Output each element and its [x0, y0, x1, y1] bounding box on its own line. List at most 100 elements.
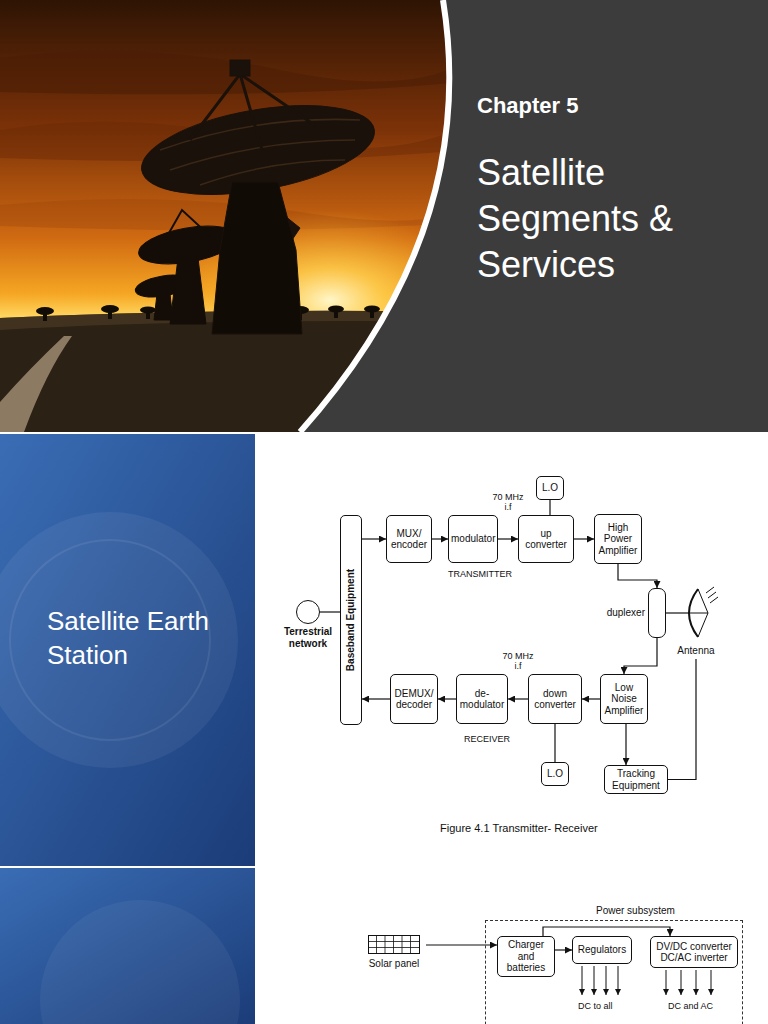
- antenna-symbol: Antenna: [674, 585, 718, 659]
- telescope-photo: [0, 0, 480, 432]
- duplexer-box: duplexer: [648, 588, 666, 638]
- chapter-number: Chapter 5: [477, 93, 578, 118]
- sunset-sky: [0, 0, 480, 432]
- dish-post: [334, 311, 338, 318]
- process-box: DEMUX/ decoder: [390, 674, 438, 724]
- signal-connector: [666, 612, 674, 613]
- feed-legs: [165, 210, 210, 240]
- node-label: L.O: [544, 768, 566, 780]
- edge-label: 70 MHz i.f: [490, 493, 526, 513]
- dish-post: [146, 312, 150, 319]
- oscillator-box: L.O: [536, 476, 564, 500]
- node-label: Tracking Equipment: [607, 768, 665, 791]
- node-label: MUX/ encoder: [389, 528, 429, 551]
- signal-connector: [625, 724, 626, 765]
- solar-panel-grid: [368, 935, 420, 954]
- node-label: DV/DC converter DC/AC inverter: [653, 941, 735, 964]
- process-box: Regulators: [572, 936, 632, 964]
- baseband-box: Baseband Equipment: [340, 515, 362, 725]
- dish-post: [43, 313, 47, 321]
- panel-circle: [40, 900, 240, 1024]
- output-arrow: [582, 966, 583, 995]
- process-box: Charger and batteries: [497, 936, 555, 977]
- signal-connector: [624, 638, 657, 674]
- process-box: Tracking Equipment: [604, 765, 668, 794]
- solar-panel: Solar panel: [362, 935, 426, 975]
- node-label: Terrestrial network: [276, 626, 340, 649]
- signal-connector: [618, 564, 657, 588]
- cloud: [0, 51, 480, 94]
- process-box: de- modulator: [456, 674, 508, 724]
- output-label: DC to all: [578, 1001, 613, 1011]
- output-arrow: [606, 966, 607, 995]
- signal-connector: [508, 698, 528, 699]
- dirt-road: [0, 336, 72, 432]
- network-circle: Terrestrial network: [296, 600, 320, 624]
- node-label: DEMUX/ decoder: [393, 688, 435, 711]
- node-label: Power subsystem: [596, 905, 675, 917]
- node-label: Baseband Equipment: [345, 569, 357, 671]
- node-label: duplexer: [607, 607, 645, 619]
- signal-connector: [549, 500, 550, 515]
- output-arrow: [711, 970, 712, 995]
- output-arrow: [681, 970, 682, 995]
- signal-connector: [432, 538, 448, 539]
- signal-connector: [498, 538, 518, 539]
- node-label: down converter: [531, 688, 579, 711]
- signal-connector: [320, 611, 340, 612]
- signal-connector: [362, 698, 390, 699]
- panel-cells: [368, 935, 420, 954]
- process-box: down converter: [528, 674, 582, 724]
- distant-dishes: [36, 305, 380, 321]
- feed-legs: [190, 74, 316, 150]
- dish-lattice: [160, 119, 360, 185]
- node-label: L.O: [539, 482, 561, 494]
- signal-connector: [426, 944, 497, 945]
- feed-horn: [230, 60, 250, 76]
- node-label: Charger and batteries: [500, 939, 552, 974]
- signal-connector: [554, 724, 555, 762]
- node-label: modulator: [451, 533, 495, 545]
- dish-post: [108, 311, 112, 319]
- process-box: MUX/ encoder: [386, 515, 432, 563]
- signal-connector: [362, 538, 386, 539]
- section-label: TRANSMITTER: [448, 569, 512, 579]
- signal-connector: [438, 698, 456, 699]
- node-label: up converter: [521, 528, 571, 551]
- antenna-dish: [674, 585, 718, 641]
- amplifier-box: Low Noise Amplifier: [600, 674, 648, 724]
- title-panel: [0, 0, 768, 432]
- signal-connector: [582, 698, 600, 699]
- pedestal: [154, 294, 173, 320]
- edge-label: 70 MHz i.f: [500, 652, 536, 672]
- signal-connector: [543, 927, 670, 936]
- output-arrow: [696, 970, 697, 995]
- signal-connector: [574, 538, 594, 539]
- node-label: High Power Amplifier: [597, 522, 639, 557]
- pedestal: [212, 182, 302, 334]
- process-box: up converter: [518, 515, 574, 563]
- figure-caption: Figure 4.1 Transmitter- Receiver: [440, 822, 598, 834]
- large-telescope: [135, 60, 381, 334]
- signal-connector: [555, 949, 572, 950]
- section-label: RECEIVER: [464, 734, 510, 744]
- process-box: modulator: [448, 515, 498, 563]
- antenna-feed: [674, 612, 689, 613]
- slide-title: Satellite Earth Station: [47, 604, 217, 672]
- signal-connector: [668, 659, 696, 780]
- dish-struts: [689, 589, 708, 637]
- signal-waves: [706, 587, 718, 603]
- output-arrow: [618, 966, 619, 995]
- dish-post: [370, 311, 374, 318]
- node-label: Antenna: [674, 645, 718, 657]
- panel-circle: [0, 512, 238, 768]
- output-label: DC and AC: [668, 1001, 713, 1011]
- slide-title: Satellite Segments & Services: [477, 150, 732, 288]
- node-label: Solar panel: [362, 958, 426, 970]
- amplifier-box: High Power Amplifier: [594, 514, 642, 564]
- node-label: Regulators: [575, 944, 629, 956]
- output-arrows: [582, 966, 711, 995]
- output-arrow: [666, 970, 667, 995]
